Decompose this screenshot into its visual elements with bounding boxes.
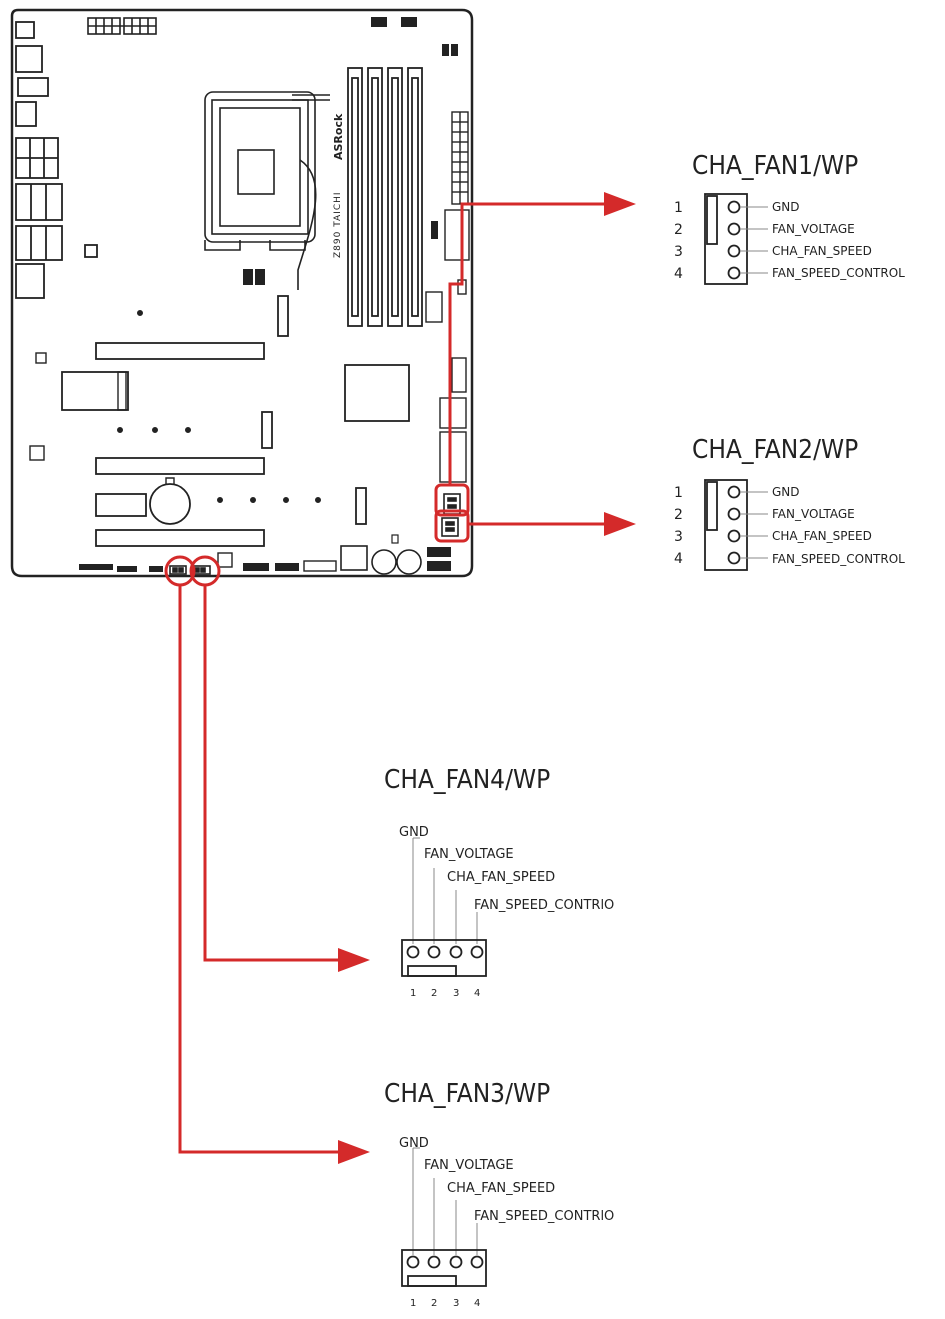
fan3-pin-4-number: 4 <box>474 1298 480 1309</box>
fan4-pin-1-label: GND <box>399 825 429 840</box>
fan2-pin-4-label: FAN_SPEED_CONTROL <box>772 552 905 566</box>
fan1-leader <box>448 202 612 485</box>
brand-logo-text: ASRock <box>332 113 345 160</box>
fan1-pin-3-label: CHA_FAN_SPEED <box>772 244 872 258</box>
fan3-pin-3-label: CHA_FAN_SPEED <box>447 1181 555 1196</box>
fan2-pin-4-number: 4 <box>674 551 683 567</box>
fan3-leader <box>178 585 346 1154</box>
fan1-pin-1-number: 1 <box>674 200 683 216</box>
fan2-board-header <box>441 517 459 537</box>
fan1-pin-4-number: 4 <box>674 266 683 282</box>
fan1-pin-2-number: 2 <box>674 222 683 238</box>
cpu-socket <box>204 91 330 290</box>
atx-power-connector <box>451 111 469 205</box>
fan2-pin-2-label: FAN_VOLTAGE <box>772 507 855 521</box>
fan4-pin-4-number: 4 <box>474 988 480 999</box>
fan2-arrow-head <box>604 512 636 536</box>
fan1-pin-2-label: FAN_VOLTAGE <box>772 222 855 236</box>
fan4-pin-4-label: FAN_SPEED_CONTRlO <box>474 898 614 913</box>
fan4-pin-3-label: CHA_FAN_SPEED <box>447 870 555 885</box>
fan2-pin-2-number: 2 <box>674 507 683 523</box>
fan3-pin-2-number: 2 <box>431 1298 437 1309</box>
fan3-pin-2-label: FAN_VOLTAGE <box>424 1158 514 1173</box>
fan3-title: CHA_FAN3/WP <box>384 1079 550 1109</box>
fan4-pin-2-label: FAN_VOLTAGE <box>424 847 514 862</box>
fan1-board-header <box>443 493 461 515</box>
fan3-pin-3-number: 3 <box>453 1298 459 1309</box>
connector-fan1: CHA_FAN1/WP 1 2 3 4 GND FAN_VOLTAGE CHA_… <box>674 151 905 285</box>
motherboard: ASRock Z890 TAICHI <box>10 8 474 578</box>
pcie-slots <box>95 342 265 547</box>
model-text: Z890 TAICHI <box>333 191 343 258</box>
cmos-battery <box>149 483 191 525</box>
fan3-pin-1-number: 1 <box>410 1298 416 1309</box>
fan4-pin-1-number: 1 <box>410 988 416 999</box>
fan1-pin-4-label: FAN_SPEED_CONTROL <box>772 266 905 280</box>
fan1-pin-1-label: GND <box>772 200 800 214</box>
fan4-pin-3-number: 3 <box>453 988 459 999</box>
connector-fan2: CHA_FAN2/WP 1 2 3 4 GND FAN_VOLTAGE CHA_… <box>674 435 905 571</box>
dimm-slots <box>347 67 423 327</box>
fan3-arrow-head <box>338 1140 370 1164</box>
fan1-arrow-head <box>604 192 636 216</box>
fan4-arrow-head <box>338 948 370 972</box>
board-fan-headers <box>169 493 461 575</box>
fan3-board-header <box>169 565 187 575</box>
cpu-power-connectors <box>87 17 157 35</box>
fan2-pin-1-number: 1 <box>674 485 683 501</box>
fan3-pin-4-label: FAN_SPEED_CONTRlO <box>474 1209 614 1224</box>
fan2-pin-3-label: CHA_FAN_SPEED <box>772 529 872 543</box>
fan2-pin-1-label: GND <box>772 485 800 499</box>
fan1-marker <box>434 483 470 517</box>
fan2-marker <box>434 509 470 543</box>
brand-logo: ASRock Z890 TAICHI <box>332 113 345 258</box>
fan4-pin-2-number: 2 <box>431 988 437 999</box>
fan1-title: CHA_FAN1/WP <box>692 151 858 181</box>
fan4-leader <box>203 585 346 962</box>
connector-fan4: CHA_FAN4/WP GND FAN_VOLTAGE CHA_FAN_SPEE… <box>384 765 614 999</box>
io-panel <box>15 21 98 299</box>
fan2-pin-3-number: 3 <box>674 529 683 545</box>
arrow-heads <box>338 192 636 1164</box>
fan1-pin-3-number: 3 <box>674 244 683 260</box>
fan3-pin-1-label: GND <box>399 1136 429 1151</box>
connector-fan3: CHA_FAN3/WP GND FAN_VOLTAGE CHA_FAN_SPEE… <box>384 1079 614 1309</box>
fan4-title: CHA_FAN4/WP <box>384 765 550 795</box>
board-outline <box>10 8 474 578</box>
callouts <box>164 202 612 1154</box>
chipset <box>344 364 410 422</box>
fan2-title: CHA_FAN2/WP <box>692 435 858 465</box>
